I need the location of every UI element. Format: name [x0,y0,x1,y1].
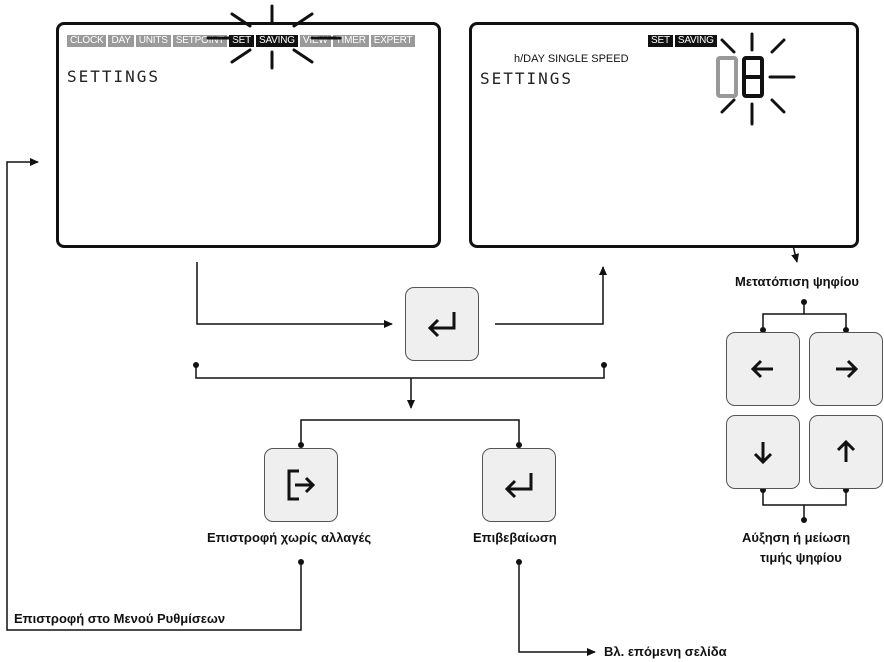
arrow-down-button[interactable] [726,415,800,489]
flash-rays-right [720,32,796,126]
increase-decrease-label-line2: τιμής ψηφίου [760,550,842,565]
tab-day: DAY [108,35,134,47]
arrow-right-button[interactable] [809,332,883,406]
arrow-left-button[interactable] [726,332,800,406]
menu-tab-bar: CLOCK DAY UNITS SETPOINT SET SAVING VIEW… [67,35,416,47]
arrow-left-icon [750,359,773,379]
arrow-next-page [518,562,596,656]
digit-0 [716,56,738,98]
exit-button[interactable] [264,448,338,522]
enter-button-top[interactable] [405,287,479,361]
digit-8 [742,56,764,98]
exit-icon [287,469,316,501]
arrow-right-icon [836,359,859,379]
back-to-menu-label: Επιστροφή στο Μενού Ρυθμίσεων [14,611,226,626]
mode-label: h/DAY SINGLE SPEED [514,53,629,65]
tab-saving: SAVING [674,35,717,47]
enter-icon [504,473,533,499]
tab-timer: TIMER [332,35,369,47]
arrow-up-icon [836,439,856,462]
tab-set: SET [229,35,254,47]
arrow-back-to-menu [6,158,302,631]
options-bracket [300,419,520,445]
tab-set: SET [648,35,673,47]
screen-title: SETTINGS [67,67,161,86]
active-tab-bar: SET SAVING [648,35,717,47]
arrow-to-right-screen [495,266,607,325]
tab-units: UNITS [135,35,171,47]
arrow-down-icon [753,442,773,465]
right-display-screen: SET SAVING h/DAY SINGLE SPEED SETTINGS [469,22,859,248]
confirm-label: Επιβεβαίωση [473,530,557,545]
exit-no-changes-label: Επιστροφή χωρίς αλλαγές [207,530,372,545]
split-bracket [195,365,605,379]
tab-saving: SAVING [255,35,298,47]
tab-clock: CLOCK [67,35,107,47]
arrow-to-enter [196,262,393,328]
left-display-screen: CLOCK DAY UNITS SETPOINT SET SAVING VIEW… [56,22,441,248]
next-page-label: Βλ. επόμενη σελίδα [604,644,727,659]
enter-icon [427,312,456,338]
tab-expert: EXPERT [370,35,416,47]
increase-decrease-label-line1: Αύξηση ή μείωση [742,530,851,545]
digit-shift-label: Μετατόπιση ψηφίου [735,274,859,289]
confirm-button[interactable] [482,448,556,522]
arrow-up-button[interactable] [809,415,883,489]
screen-title: SETTINGS [480,69,574,88]
